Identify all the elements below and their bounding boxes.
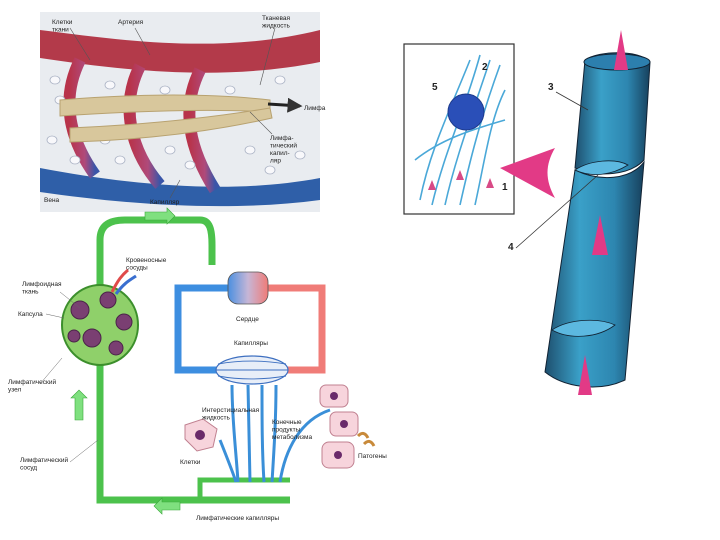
blood-vessel-stubs: [110, 268, 129, 293]
label-lymph: Лимфа: [304, 105, 326, 112]
label-capillary: Капилляр: [150, 199, 180, 206]
label-4: 4: [508, 242, 514, 253]
label-capsule: Капсула: [18, 311, 43, 318]
magnify-pointer: [500, 148, 555, 198]
label-artery: Артерия: [118, 19, 144, 26]
tissue-cell: [184, 418, 218, 452]
label-pathogens: Патогены: [358, 453, 387, 460]
label-2: 2: [482, 62, 488, 73]
artery-loop: [262, 284, 326, 374]
label-5: 5: [432, 82, 438, 93]
vessel-flow-arrows: [578, 30, 628, 395]
tissue-cells-right: [319, 384, 359, 469]
label-cells: Клетки: [180, 459, 201, 466]
label-heart: Сердце: [236, 316, 259, 323]
bottom-leader-lines: [39, 291, 99, 463]
lymph-vessel-upper: [574, 52, 651, 175]
tissue-node: [447, 93, 485, 131]
lymphatic-vessel-bottom: [96, 490, 290, 504]
lymph-vessel-lower: [544, 160, 645, 388]
lymphatic-capillary-fork: [197, 477, 290, 500]
lymph-capillaries-fibers: [414, 54, 506, 206]
vessel-valve: [574, 160, 629, 175]
capillary-lines: [216, 360, 288, 380]
label-lymph-capillaries: Лимфатические капилляры: [196, 515, 279, 522]
lymph-vessel-panel: 2 5 1 3 4: [403, 30, 651, 395]
lymph-flow-arrow: [267, 97, 303, 113]
lymphoid-follicles: [67, 291, 133, 356]
vein-loop: [174, 284, 250, 374]
vein-stub: [114, 274, 137, 295]
leader-lines: [69, 27, 276, 199]
lymphatic-capillary: [69, 107, 273, 143]
capillary-loop: [63, 57, 100, 179]
inset-flow-arrows: [428, 170, 494, 190]
drainage-vessels: [218, 384, 331, 483]
green-flow-arrows: [70, 207, 181, 515]
label-capillaries: Капилляры: [234, 340, 268, 347]
vessel-valve: [551, 319, 616, 337]
pathogens: [356, 431, 376, 447]
artery: [40, 30, 320, 73]
heart: [227, 271, 269, 305]
vein: [40, 168, 320, 207]
label-3: 3: [548, 82, 554, 93]
label-vein: Вена: [44, 197, 60, 204]
label-1: 1: [502, 182, 508, 193]
